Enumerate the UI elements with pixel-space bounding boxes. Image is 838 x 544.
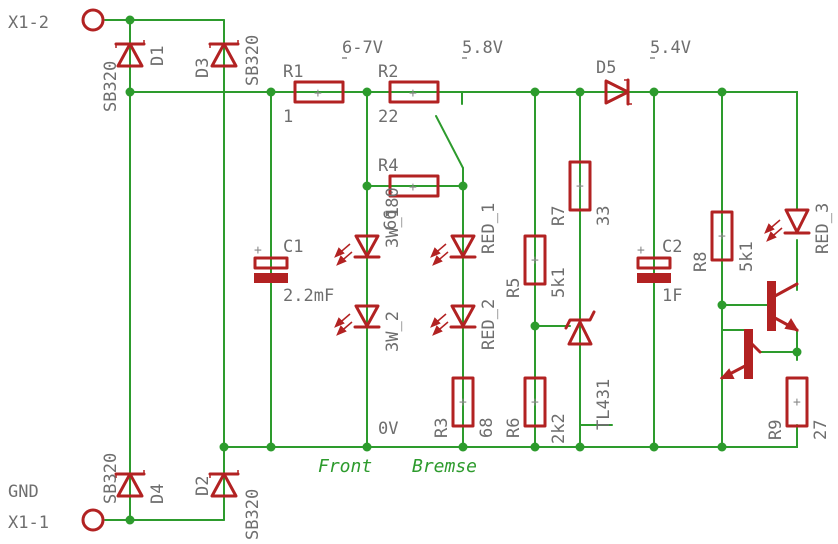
capacitor-c2: + C2 1F [636, 237, 682, 306]
junctions [125, 15, 802, 525]
connector-x1-2-label: X1-2 [8, 13, 49, 33]
led-red-1: RED_1 [430, 203, 499, 266]
regulator-tl431: TL431 [564, 310, 614, 430]
diode-d2-value: SB320 [243, 489, 263, 540]
diode-d3-value: SB320 [243, 35, 263, 86]
resistor-r6-plus: + [531, 395, 539, 410]
led-red-3-label: RED_3 [813, 203, 833, 254]
net-label-6-7v: 6-7V [342, 38, 383, 58]
led-3w-1: 3W_1 180 [334, 187, 403, 266]
led-3w-2-label: 3W_2 [383, 311, 403, 352]
resistor-r7-name: R7 [549, 206, 569, 226]
led-red-3: RED_3 [764, 203, 833, 254]
net-labels: 6-7V 5.8V 5.4V 0V [342, 38, 691, 439]
led-3w-1-label: 3W_1 [383, 207, 403, 248]
resistor-r2-value: 22 [378, 107, 398, 127]
diode-d5: D5 [596, 58, 632, 106]
resistor-r7: + R7 33 [549, 160, 614, 226]
resistor-r4-name: R4 [378, 156, 398, 176]
diode-d1: D1 SB320 [101, 40, 168, 112]
diode-d3-name: D3 [193, 58, 213, 78]
resistor-r1-name: R1 [283, 62, 303, 82]
capacitor-c1: + C1 2.2mF [253, 237, 334, 306]
resistor-r8: + R8 5k1 [691, 210, 757, 272]
transistor-q1 [767, 281, 799, 332]
diode-d1-name: D1 [148, 46, 168, 66]
diode-d3: D3 SB320 [193, 35, 263, 86]
connector-x1-1-label: X1-1 [8, 513, 49, 533]
resistor-r1-plus: + [314, 86, 322, 101]
resistor-r3-name: R3 [432, 418, 452, 438]
capacitor-c2-plus: + [637, 243, 645, 258]
diode-d4-name: D4 [148, 484, 168, 504]
led-red-2: RED_2 [430, 299, 499, 350]
resistor-r4-value: 66 [381, 210, 401, 230]
diode-d2: D2 SB320 [193, 470, 263, 540]
resistor-r6-value: 2k2 [549, 413, 569, 444]
net-label-5-8v: 5.8V [462, 38, 503, 58]
resistor-r1-value: 1 [283, 107, 293, 127]
led-red-1-label: RED_1 [479, 203, 499, 254]
transistor-q2 [719, 329, 762, 380]
diode-d5-name: D5 [596, 58, 616, 78]
capacitor-c1-plus: + [254, 243, 262, 258]
resistor-r5-name: R5 [504, 278, 524, 298]
front-label: Front [318, 456, 372, 477]
gnd-label: GND [8, 482, 39, 502]
capacitor-c1-name: C1 [283, 237, 303, 257]
resistor-r7-plus: + [576, 179, 584, 194]
diode-d4-value: SB320 [101, 453, 121, 504]
capacitor-c1-value: 2.2mF [283, 286, 334, 306]
resistor-r5-plus: + [531, 253, 539, 268]
resistor-r3: + R3 68 [432, 376, 497, 438]
resistor-r8-plus: + [718, 229, 726, 244]
resistor-r8-value: 5k1 [737, 241, 757, 272]
resistor-r5-value: 5k1 [549, 267, 569, 298]
led-red-2-label: RED_2 [479, 299, 499, 350]
led-3w-2: 3W_2 [334, 304, 403, 352]
regulator-tl431-label: TL431 [594, 379, 614, 430]
resistor-r5: + R5 5k1 [504, 234, 569, 298]
resistor-r6: + R6 2k2 [504, 376, 569, 444]
resistor-r9-plus: + [793, 395, 801, 410]
resistor-r2-plus: + [409, 86, 417, 101]
capacitor-c2-name: C2 [662, 237, 682, 257]
resistor-r6-name: R6 [504, 418, 524, 438]
diode-d1-value: SB320 [101, 61, 121, 112]
resistor-r4: + R4 66 [378, 156, 440, 230]
resistor-r2-name: R2 [378, 62, 398, 82]
resistor-r3-value: 68 [477, 418, 497, 438]
bremse-label: Bremse [412, 456, 477, 477]
led-3w-1-value: 180 [383, 187, 403, 218]
resistor-r9-value: 27 [811, 420, 831, 440]
net-label-5-4v: 5.4V [650, 38, 691, 58]
diode-d4: D4 SB320 [101, 453, 168, 504]
resistor-r3-plus: + [459, 395, 467, 410]
diode-d2-name: D2 [193, 476, 213, 496]
connector-x1-1: X1-1 GND [8, 482, 105, 533]
capacitor-c2-value: 1F [662, 286, 682, 306]
resistor-r4-plus: + [409, 180, 417, 195]
connector-x1-2: X1-2 [8, 8, 105, 33]
resistor-r7-value: 33 [594, 206, 614, 226]
resistor-r8-name: R8 [691, 252, 711, 272]
resistor-r2: + R2 22 [378, 62, 440, 127]
resistor-r1: + R1 1 [283, 62, 345, 127]
resistor-r9-name: R9 [766, 420, 786, 440]
resistor-r9: + R9 27 [766, 376, 831, 440]
net-label-0v: 0V [378, 419, 398, 439]
